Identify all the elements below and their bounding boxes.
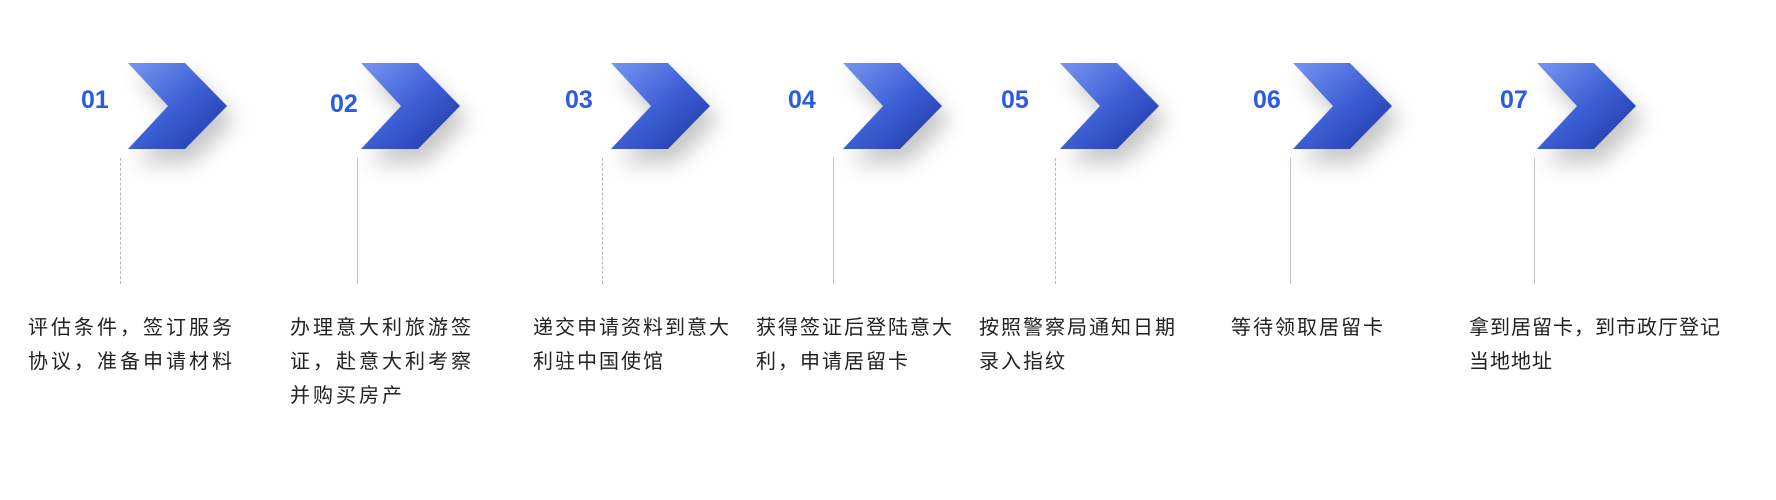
step-number: 05 (1001, 86, 1029, 114)
description-line: 获得签证后登陆意大 (756, 315, 954, 339)
chevron-arrow-icon (361, 63, 460, 149)
connector-line (1290, 158, 1291, 284)
chevron-arrow-icon (843, 63, 942, 149)
connector-line (357, 158, 358, 284)
step-description: 递交申请资料到意大利驻中国使馆 (533, 310, 731, 378)
step-number: 07 (1500, 86, 1528, 114)
description-line: 等待领取居留卡 (1231, 315, 1385, 339)
chevron-arrow-icon (1060, 63, 1159, 149)
connector-line (602, 158, 603, 284)
step-number: 01 (81, 86, 109, 114)
step-description: 等待领取居留卡 (1231, 310, 1385, 344)
connector-line (1534, 158, 1535, 284)
description-line: 评估条件，签订服务 (28, 315, 235, 339)
connector-line (120, 158, 121, 284)
description-line: 当地地址 (1469, 349, 1553, 373)
description-line: 并购买房产 (290, 383, 405, 407)
step-description: 拿到居留卡，到市政厅登记当地地址 (1469, 310, 1721, 378)
description-line: 利，申请居留卡 (756, 349, 910, 373)
description-line: 拿到居留卡，到市政厅登记 (1469, 315, 1721, 339)
step-description: 办理意大利旅游签证，赴意大利考察并购买房产 (290, 310, 474, 412)
description-line: 办理意大利旅游签 (290, 315, 474, 339)
description-line: 利驻中国使馆 (533, 349, 665, 373)
description-line: 录入指纹 (979, 349, 1067, 373)
description-line: 证，赴意大利考察 (290, 349, 474, 373)
chevron-arrow-icon (1537, 63, 1636, 149)
connector-line (1055, 158, 1056, 284)
step-description: 评估条件，签订服务协议，准备申请材料 (28, 310, 235, 378)
chevron-arrow-icon (611, 63, 710, 149)
description-line: 按照警察局通知日期 (979, 315, 1177, 339)
chevron-arrow-icon (128, 63, 227, 149)
step-number: 04 (788, 86, 816, 114)
description-line: 协议，准备申请材料 (28, 349, 235, 373)
step-description: 按照警察局通知日期录入指纹 (979, 310, 1177, 378)
step-number: 06 (1253, 86, 1281, 114)
step-description: 获得签证后登陆意大利，申请居留卡 (756, 310, 954, 378)
chevron-arrow-icon (1293, 63, 1392, 149)
connector-line (833, 158, 834, 284)
step-number: 03 (565, 86, 593, 114)
description-line: 递交申请资料到意大 (533, 315, 731, 339)
step-number: 02 (330, 90, 358, 118)
